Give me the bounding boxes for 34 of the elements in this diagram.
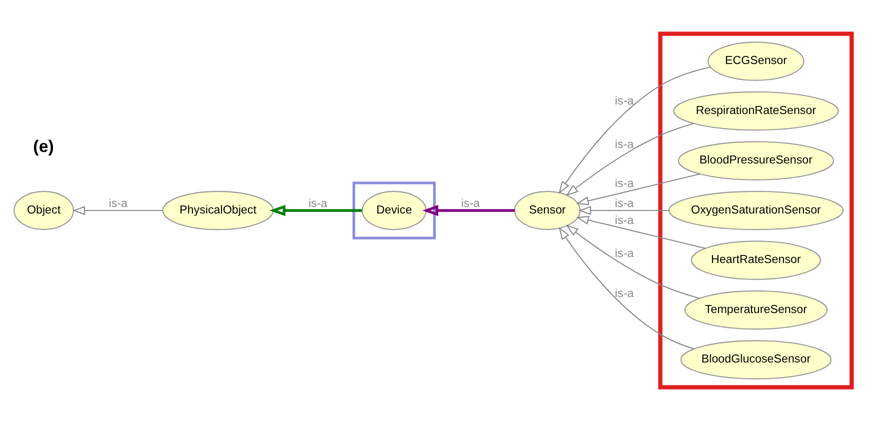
node-ellipse: BloodPressureSensor	[677, 141, 834, 180]
arrow	[72, 206, 162, 215]
arrow	[565, 224, 699, 299]
arrow	[576, 216, 706, 249]
edge-label: is-a	[614, 197, 634, 210]
edge-label: is-a	[108, 197, 128, 210]
edge-label: is-a	[614, 214, 634, 228]
node-ellipse: Sensor	[514, 190, 580, 230]
edge-label: is-a	[460, 197, 480, 210]
arrow	[422, 204, 514, 216]
arrow	[268, 204, 362, 216]
arrow	[576, 174, 700, 206]
arrow	[558, 226, 694, 350]
edge-label: is-a	[614, 138, 634, 151]
cluster	[352, 182, 436, 240]
node-ellipse: TemperatureSensor	[684, 290, 828, 330]
node-ellipse: OxygenSaturationSensor	[668, 190, 844, 230]
node-ellipse: PhysicalObject	[162, 190, 274, 230]
edge-label: is-a	[614, 246, 634, 260]
cluster	[658, 32, 854, 390]
node-ellipse: RespirationRateSensor	[672, 91, 838, 131]
node-ellipse: HeartRateSensor	[690, 240, 821, 280]
node-ellipse: Object	[13, 190, 74, 230]
label: (e)	[32, 137, 54, 156]
edge-label: is-a	[308, 197, 327, 210]
edge-label: is-a	[614, 287, 634, 300]
node-ellipse: BloodGlucoseSensor	[680, 340, 832, 380]
arrow	[565, 122, 694, 196]
edge-label: is-a	[614, 177, 634, 190]
node-ellipse: Device	[361, 190, 426, 230]
arrow	[558, 66, 710, 194]
node-ellipse: ECGSensor	[707, 42, 804, 81]
edge-label: is-a	[614, 94, 634, 108]
arrow	[578, 206, 668, 215]
